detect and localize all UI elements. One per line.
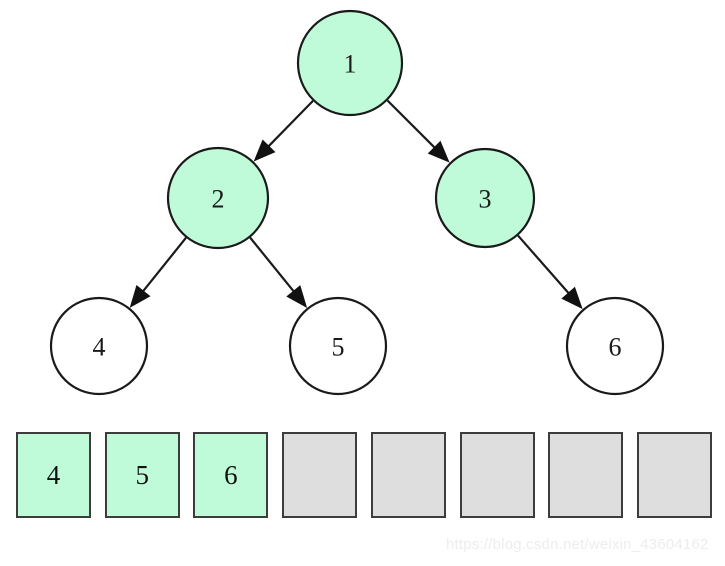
array-slots-row: 4 5 6 — [0, 432, 725, 527]
array-cell-7[interactable] — [636, 432, 712, 518]
array-cell-4[interactable] — [370, 432, 446, 518]
node-label-2: 2 — [212, 185, 225, 214]
tree-node-4[interactable]: 4 — [49, 296, 149, 396]
node-label-5: 5 — [332, 333, 345, 362]
arrow-head-icon — [286, 285, 308, 308]
tree-edge-n3-n6 — [517, 234, 583, 310]
tree-node-1[interactable]: 1 — [296, 9, 404, 117]
node-circle-2 — [166, 146, 270, 250]
array-cell-value: 6 — [224, 459, 238, 490]
array-cell-6[interactable] — [548, 432, 624, 518]
tree-nodes-layer: 1 2 3 4 5 6 — [49, 9, 665, 396]
watermark-text: https://blog.csdn.net/weixin_43604162 — [446, 536, 709, 553]
array-cell-1[interactable]: 5 — [104, 432, 180, 518]
binary-tree-graphic: 1 2 3 4 5 6 — [49, 9, 665, 396]
tree-node-3[interactable]: 3 — [434, 147, 536, 249]
tree-edge-n1-n3 — [386, 99, 450, 163]
array-cell-value: 4 — [46, 459, 61, 490]
tree-edge-n2-n5 — [249, 236, 308, 308]
arrow-head-icon — [561, 286, 583, 310]
tree-node-5[interactable]: 5 — [288, 296, 388, 396]
node-circle-5 — [288, 296, 388, 396]
arrow-head-icon — [129, 285, 151, 308]
tree-edge-n1-n2 — [253, 100, 314, 162]
tree-edge-n2-n4 — [129, 237, 187, 308]
node-circle-6 — [565, 296, 665, 396]
arrow-head-icon — [253, 139, 276, 162]
node-circle-1 — [296, 9, 404, 117]
node-circle-3 — [434, 147, 536, 249]
tree-node-6[interactable]: 6 — [565, 296, 665, 396]
array-cell-2[interactable]: 6 — [193, 432, 269, 518]
array-cell-5[interactable] — [459, 432, 535, 518]
node-label-4: 4 — [93, 333, 106, 362]
node-circle-4 — [49, 296, 149, 396]
tree-node-2[interactable]: 2 — [166, 146, 270, 250]
node-label-1: 1 — [344, 50, 357, 79]
node-label-3: 3 — [479, 185, 492, 214]
array-cell-value: 5 — [135, 459, 149, 490]
arrow-head-icon — [427, 140, 450, 163]
node-label-6: 6 — [609, 333, 622, 362]
array-cell-0[interactable]: 4 — [16, 432, 91, 518]
tree-edges-layer — [129, 99, 583, 310]
array-cell-3[interactable] — [282, 432, 358, 518]
